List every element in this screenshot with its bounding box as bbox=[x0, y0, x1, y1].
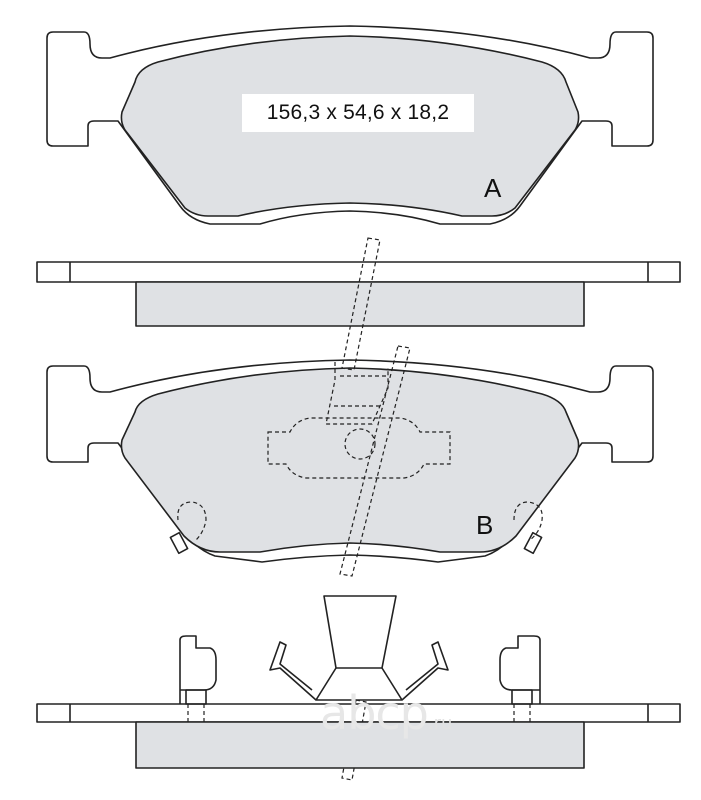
pad-b-hidden-clip-outline bbox=[267, 417, 451, 479]
anti-rattle-spring-body bbox=[315, 595, 403, 701]
watermark: abcp.ru bbox=[320, 686, 453, 740]
pad-b-friction-material bbox=[120, 367, 580, 553]
pad-b-wear-tab-right bbox=[523, 531, 543, 555]
side-view-2-friction-material bbox=[135, 721, 585, 769]
pad-b-hidden-hole bbox=[344, 428, 376, 460]
right-guide-clip-base bbox=[511, 689, 533, 705]
pad-b-backing-plate bbox=[46, 359, 654, 563]
left-guide-clip-base bbox=[185, 689, 207, 705]
pad-b-label: B bbox=[476, 510, 494, 540]
pad-a-label: A bbox=[484, 173, 502, 203]
side-view-1-friction-material bbox=[135, 281, 585, 327]
anti-rattle-spring-right-arm bbox=[401, 641, 449, 701]
pad-b-wear-tab-left bbox=[169, 531, 189, 555]
right-guide-clip bbox=[499, 635, 541, 704]
section-break-upper bbox=[341, 237, 381, 371]
pad-b-hidden-pin-left bbox=[177, 501, 207, 541]
anti-rattle-spring-left-arm bbox=[269, 641, 317, 701]
dimensions-label: 156,3 x 54,6 x 18,2 bbox=[242, 94, 474, 132]
pad-a-backing-plate bbox=[46, 25, 654, 225]
pad-b-hidden-pin-right bbox=[513, 501, 543, 541]
section-break-lower bbox=[339, 345, 411, 577]
side-view-1-backing-plate bbox=[36, 261, 681, 283]
pad-b-hidden-spring bbox=[325, 362, 389, 425]
left-guide-clip bbox=[179, 635, 217, 704]
